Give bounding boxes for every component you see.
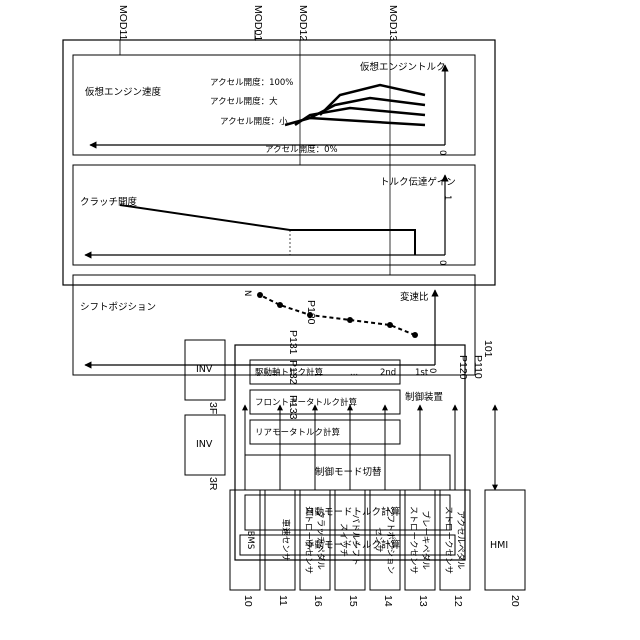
mod13-tick-1st: 1st: [415, 368, 429, 378]
sensor-label: パドルシフト: [350, 514, 360, 565]
p120-label: P120: [457, 355, 469, 380]
mod13-tick-dots: ...: [350, 368, 358, 378]
mod13-ratio-curve: [260, 295, 415, 335]
sensor-label: クラッチペダル: [315, 510, 326, 570]
mod13-panel: MOD13 0 変速比 シフトポジション 1st 2nd ... N: [73, 5, 475, 378]
sensor-label: ストロークセンサ: [443, 506, 453, 574]
mod11-curve-0: [285, 118, 425, 125]
hmi-label: HMI: [490, 540, 508, 551]
sensor-id: 10: [242, 595, 254, 607]
mod11-curve-label-large: アクセル開度：大: [210, 96, 278, 107]
mod11-zero: 0: [437, 150, 447, 155]
mod11-curve-label-100: アクセル開度：100%: [210, 77, 293, 88]
sensor-label: センサ: [373, 527, 383, 553]
mod12-zero: 0: [437, 260, 447, 265]
mod11-curve-large: [310, 98, 425, 118]
sensor-label: シフトポジション: [385, 506, 395, 574]
mod13-point: [257, 292, 263, 298]
mod01-label: MOD01: [252, 5, 264, 41]
inv-3f-id: 3F: [207, 402, 219, 414]
mod13-tick-2nd: 2nd: [380, 368, 396, 378]
sensor-id: 15: [347, 595, 359, 607]
sensor-id: 12: [452, 595, 464, 607]
mod13-zero: 0: [427, 368, 437, 373]
sensor-label: ストロークセンサ: [408, 506, 418, 574]
sensor-label: ストロークセンサ: [303, 506, 313, 574]
sensor-id: 13: [417, 595, 429, 607]
mod12-label: MOD12: [297, 5, 309, 41]
mod13-y-label: 変速比: [400, 291, 429, 303]
mod12-y-tick: 1: [442, 195, 452, 200]
manual-item-label: リアモータトルク計算: [255, 427, 341, 438]
mod11-x-label: 仮想エンジン速度: [85, 86, 162, 98]
p131-label: P131: [287, 330, 299, 355]
inv-3r-label: INV: [196, 439, 213, 450]
mod13-x-label: シフトポジション: [80, 302, 156, 313]
mod13-point: [387, 322, 393, 328]
p110-label: P110: [472, 355, 484, 379]
sensor-id: 14: [382, 595, 394, 607]
mod11-y-label: 仮想エンジントルク: [360, 61, 446, 73]
mod11-curve-label-0: アクセル開度：0%: [265, 144, 338, 155]
sensor-label: 車速センサ: [280, 519, 291, 562]
mod12-y-label: トルク伝達ゲイン: [380, 176, 456, 188]
p130-label: P130: [305, 300, 317, 325]
sensor-label: ブレーキペダル: [420, 510, 431, 570]
inv-3f-label: INV: [196, 364, 213, 375]
manual-item-label: フロントモータトルク計算: [255, 397, 358, 408]
sensor-id: 16: [312, 595, 324, 607]
mode-switch-label: 制御モード切替: [315, 466, 382, 478]
mod11-label: MOD11: [117, 5, 129, 41]
mod13-point: [412, 332, 418, 338]
sensor-label: スイッチ: [338, 523, 348, 557]
mod11-curve-label-small: アクセル開度：小: [220, 116, 288, 127]
sensor-id: 11: [277, 595, 289, 606]
mod13-point: [277, 302, 283, 308]
mod12-panel: MOD12 0 1 トルク伝達ゲイン クラッチ開度: [73, 5, 475, 265]
sensor-label: BMS: [245, 531, 255, 550]
hmi-id: 20: [509, 595, 521, 607]
mod12-gain-curve: [120, 205, 415, 255]
controller-title: 制御装置: [405, 391, 443, 403]
mod11-panel: MOD11 0 仮想エンジントルク 仮想エンジン速度 アクセル開度：100% ア…: [73, 5, 475, 155]
model-group: MOD01 MOD11 0 仮想エンジントルク 仮想エンジン速度 アクセル開度：…: [63, 5, 495, 378]
mod13-point: [347, 317, 353, 323]
model-group-frame: [63, 40, 495, 285]
inv-3r-id: 3R: [207, 477, 219, 491]
mod13-tick-n: N: [242, 290, 252, 296]
mod13-label: MOD13: [387, 5, 399, 41]
manual-item-label: 駆動軸トルク計算: [255, 367, 324, 378]
sensor-label: アクセルペダル: [455, 510, 466, 570]
inverters: INV 3F INV 3R: [185, 340, 225, 491]
